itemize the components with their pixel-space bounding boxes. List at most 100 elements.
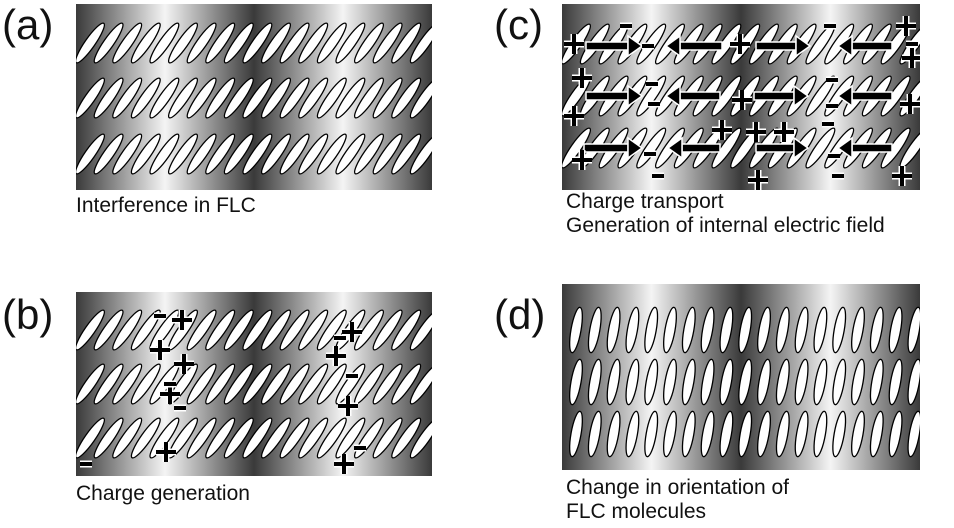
flc-molecule [569,410,583,458]
internal-field-arrow [583,136,644,160]
flc-molecule [279,77,310,119]
flc-molecule [700,410,715,458]
flc-molecule [205,309,236,351]
flc-molecule [112,22,143,64]
flc-molecule [409,417,432,459]
flc-molecule [149,77,180,119]
flc-molecule [260,363,292,405]
flc-molecule [409,22,432,64]
flc-molecule [205,417,236,459]
flc-molecules [76,22,432,175]
flc-molecule [76,133,106,175]
flc-cell-b [76,292,432,476]
flc-molecule [186,133,217,175]
panel-c-caption: Charge transport Generation of internal … [566,190,885,238]
flc-molecule [888,358,903,406]
internal-field-arrow [664,34,723,58]
flc-molecule [851,410,865,458]
flc-molecule [242,22,273,64]
panel-b-figure [76,292,432,476]
flc-molecule [813,306,828,354]
flc-molecule [298,133,329,175]
flc-molecule [186,309,217,351]
positive-charge-icon [902,48,920,68]
flc-molecule [569,358,583,406]
flc-molecule [76,22,106,64]
flc-molecule [587,410,602,458]
flc-molecule [869,358,884,406]
positive-charge-icon [156,442,176,462]
flc-molecule [279,22,310,64]
flc-molecule [112,133,143,175]
panel-c-label: (c) [494,1,543,48]
flc-molecule [260,417,292,459]
flc-molecule [391,309,422,351]
flc-molecule [832,306,847,354]
flc-molecule [606,306,621,354]
flc-molecule [644,358,659,406]
flc-molecule [636,75,667,117]
flc-molecule [149,22,180,64]
flc-molecule [644,306,659,354]
flc-molecule [372,133,403,175]
positive-charge-icon [326,346,346,366]
flc-molecule [316,309,347,351]
flc-molecule [167,133,199,175]
flc-molecule [587,358,602,406]
flc-molecule [353,22,385,64]
flc-molecule [738,358,753,406]
flc-molecule [851,306,865,354]
flc-molecule [93,22,124,64]
flc-molecule [391,22,422,64]
flc-molecule [794,410,809,458]
positive-charge-icon [338,396,358,416]
flc-molecule [587,306,602,354]
flc-molecule [316,417,347,459]
internal-field-arrow [666,136,721,160]
internal-field-arrow [755,136,810,160]
flc-molecule [93,363,124,405]
flc-molecule [205,133,236,175]
flc-molecule [353,309,385,351]
flc-molecule [298,417,329,459]
panel-a-label: (a) [2,1,54,48]
positive-charge-icon [564,106,584,126]
flc-molecule [316,22,347,64]
flc-molecule [335,417,366,459]
flc-molecule [409,309,432,351]
flc-molecule [794,358,809,406]
flc-molecule [757,410,771,458]
panel-d-figure [562,284,920,470]
flc-molecule [186,363,217,405]
flc-molecule [681,306,696,354]
flc-molecule [719,358,734,406]
positive-charge-icon [572,68,592,88]
flc-molecule [260,22,292,64]
positive-charge-icon [748,170,768,190]
flc-molecule [112,417,143,459]
flc-molecule [316,77,347,119]
panel-a-caption-line-1: Interference in FLC [76,194,256,217]
flc-molecule [832,358,847,406]
flc-molecules [76,309,432,459]
flc-molecule [335,77,366,119]
flc-molecule [223,363,254,405]
flc-molecule [130,309,161,351]
flc-molecule [112,309,143,351]
flc-molecule [205,77,236,119]
flc-molecule [93,417,124,459]
flc-molecule [391,417,422,459]
internal-field-arrow [585,84,644,108]
panel-b-caption-line-1: Charge generation [76,482,250,505]
panel-b-caption: Charge generation [76,482,250,506]
flc-molecule [186,22,217,64]
panel-a-figure [76,4,432,190]
flc-molecule [260,309,292,351]
flc-molecule [76,417,106,459]
flc-cell-d [562,284,920,470]
flc-molecule [606,410,621,458]
positive-charge-icon [174,354,194,374]
panel-d-caption-line-2: FLC molecules [566,500,707,523]
flc-molecule [186,77,217,119]
flc-molecule [242,77,273,119]
